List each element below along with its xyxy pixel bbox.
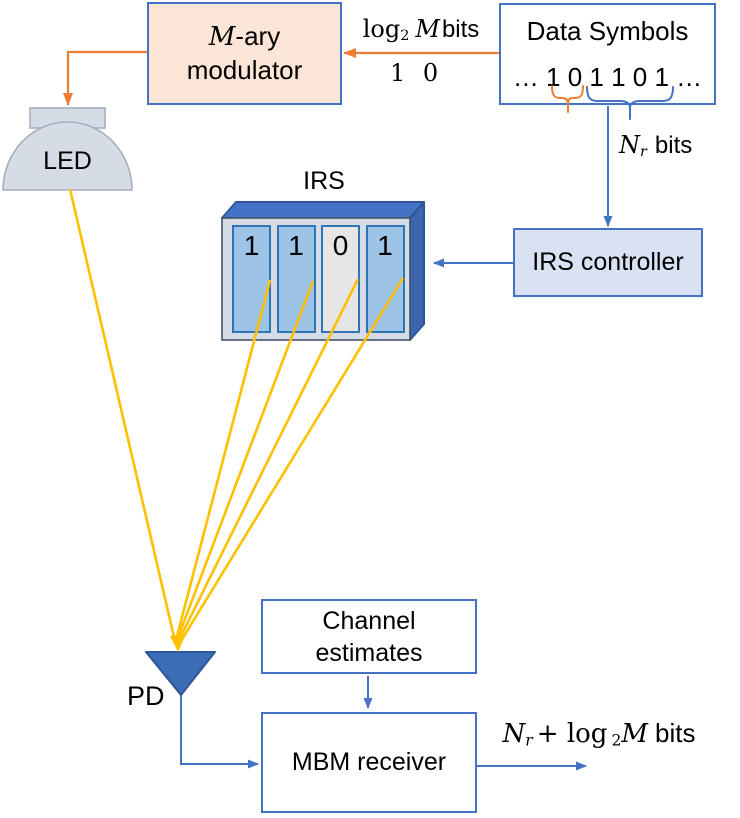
modulator-rest: -ary [235, 21, 281, 51]
data-symbols-title: Data Symbols [526, 16, 689, 46]
irs-controller-label: IRS controller [532, 248, 684, 276]
irs-cell-2-bit: 1 [288, 230, 304, 261]
n-var: N [619, 131, 640, 159]
irs-cell-4-bit: 1 [377, 230, 393, 261]
m-var: M [621, 719, 648, 749]
beam-led-to-pd [68, 188, 176, 638]
data-symbols-box: Data Symbols … 1 0 1 1 0 1 … [499, 3, 716, 105]
irs-title: IRS [303, 167, 345, 195]
irs-panel-top-face [221, 201, 425, 219]
irs-cell-3-bit: 0 [332, 230, 349, 261]
arrow-pd-to-receiver [180, 695, 259, 769]
modulator-var: M [208, 22, 236, 52]
led-label: LED [43, 147, 92, 175]
plus-log-text: + log [536, 719, 608, 749]
irs-cell-4: 1 [365, 225, 405, 333]
irs-cell-1: 1 [232, 225, 271, 333]
pd-label: PD [127, 681, 165, 711]
n-sub-r: r [525, 731, 533, 750]
bits-text: bits [654, 132, 693, 159]
data-symbols-bitstream: … 1 0 1 1 0 1 … [512, 62, 703, 92]
modulator-line2: modulator [186, 55, 303, 85]
irs-controller-box: IRS controller [513, 228, 703, 297]
irs-panel-right-face [409, 201, 425, 341]
n-sub-r: r [640, 144, 647, 161]
beam-cell3-to-pd [177, 278, 360, 641]
irs-cell-1-bit: 1 [243, 230, 260, 261]
channel-line1: Channel [322, 606, 416, 635]
log-sub-2: 2 [400, 28, 410, 45]
modulator-box: M-ary modulator [147, 2, 342, 105]
irs-cell-2: 1 [276, 225, 316, 333]
bits-text: bits [441, 16, 480, 43]
two-bits-value: 1 0 [390, 59, 444, 87]
log-sub-2: 2 [611, 731, 622, 750]
n-var: N [502, 719, 526, 749]
mbm-receiver-box: MBM receiver [261, 712, 477, 813]
beam-cell2-to-pd [175, 280, 315, 641]
beams-arrowhead [170, 634, 186, 652]
modulator-line1: M-ary [209, 20, 280, 54]
led-base-shape [29, 107, 106, 129]
bits-text: bits [654, 718, 696, 748]
m-var: M [415, 15, 440, 43]
arrow-modulator-to-led [63, 50, 147, 106]
irs-cell-3: 0 [321, 225, 360, 333]
log-fn: log [362, 15, 401, 43]
beam-cell1-to-pd [174, 279, 272, 641]
channel-estimates-box: Channel estimates [261, 599, 477, 674]
channel-line2: estimates [315, 638, 423, 667]
mbm-receiver-label: MBM receiver [291, 748, 447, 776]
